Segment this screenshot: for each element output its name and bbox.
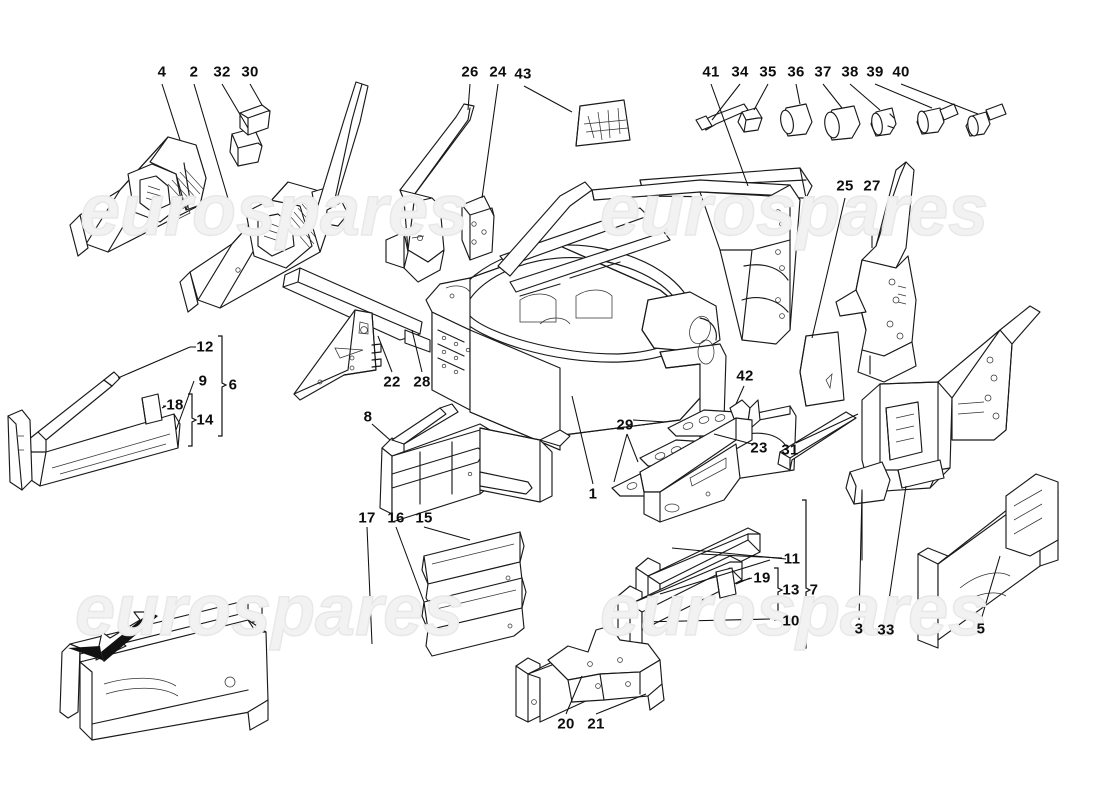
callout-13: 13 bbox=[782, 581, 800, 599]
callout-40: 40 bbox=[892, 63, 910, 81]
part-12 bbox=[27, 371, 121, 455]
part-18 bbox=[141, 393, 163, 425]
part-21 bbox=[547, 625, 665, 711]
part-5 bbox=[917, 473, 1059, 649]
callout-19: 19 bbox=[753, 569, 771, 587]
bracket-7 bbox=[802, 499, 812, 649]
part-43 bbox=[575, 99, 631, 147]
callout-15: 15 bbox=[415, 509, 433, 527]
callout-30: 30 bbox=[241, 63, 259, 81]
fastener-37 bbox=[824, 105, 861, 141]
bracket-13 bbox=[774, 567, 784, 621]
callout-5: 5 bbox=[976, 620, 986, 638]
fastener-38 bbox=[870, 107, 897, 137]
callout-43: 43 bbox=[514, 65, 532, 83]
callout-28: 28 bbox=[413, 373, 431, 391]
callout-8: 8 bbox=[363, 408, 373, 426]
callout-24: 24 bbox=[489, 63, 507, 81]
callout-34: 34 bbox=[731, 63, 749, 81]
callout-33: 33 bbox=[877, 621, 895, 639]
part-left-vertical bbox=[7, 409, 33, 491]
callout-12: 12 bbox=[196, 338, 214, 356]
part-group-right-structure bbox=[777, 305, 1041, 505]
part-27 bbox=[835, 161, 917, 383]
callout-3: 3 bbox=[854, 620, 864, 638]
callout-22: 22 bbox=[383, 373, 401, 391]
callout-11: 11 bbox=[783, 550, 801, 568]
part-30 bbox=[239, 104, 271, 136]
callout-37: 37 bbox=[814, 63, 832, 81]
callout-10: 10 bbox=[782, 612, 800, 630]
part-17 bbox=[59, 599, 269, 741]
callout-25: 25 bbox=[836, 177, 854, 195]
part-group-26 bbox=[385, 103, 475, 283]
bracket-14 bbox=[188, 393, 198, 447]
callout-21: 21 bbox=[587, 715, 605, 733]
part-group-4 bbox=[69, 136, 207, 257]
part-10 bbox=[617, 555, 743, 657]
bracket-6 bbox=[218, 335, 228, 437]
callout-39: 39 bbox=[866, 63, 884, 81]
fastener-40 bbox=[965, 103, 1007, 137]
fastener-36 bbox=[780, 103, 813, 137]
callout-16: 16 bbox=[387, 509, 405, 527]
callout-42: 42 bbox=[736, 367, 754, 385]
part-group-22-28 bbox=[282, 267, 431, 401]
part-25 bbox=[799, 331, 845, 407]
callout-35: 35 bbox=[759, 63, 777, 81]
callout-32: 32 bbox=[213, 63, 231, 81]
callout-17: 17 bbox=[358, 509, 376, 527]
callout-18: 18 bbox=[166, 396, 184, 414]
callout-27: 27 bbox=[863, 177, 881, 195]
fastener-39 bbox=[916, 103, 959, 135]
callout-9: 9 bbox=[198, 372, 208, 390]
callout-29: 29 bbox=[616, 416, 634, 434]
callout-7: 7 bbox=[809, 581, 819, 599]
callout-1: 1 bbox=[588, 485, 598, 503]
part-19 bbox=[715, 567, 737, 599]
callout-26: 26 bbox=[461, 63, 479, 81]
part-16 bbox=[421, 577, 527, 657]
part-group-24 bbox=[461, 195, 495, 261]
callout-2: 2 bbox=[189, 63, 199, 81]
callout-36: 36 bbox=[787, 63, 805, 81]
callout-41: 41 bbox=[702, 63, 720, 81]
callout-14: 14 bbox=[196, 411, 214, 429]
part-group-2 bbox=[179, 81, 369, 313]
part-8 bbox=[379, 403, 571, 523]
callout-6: 6 bbox=[228, 376, 238, 394]
fastener-35 bbox=[737, 107, 763, 133]
callout-20: 20 bbox=[557, 715, 575, 733]
callout-23: 23 bbox=[750, 439, 768, 457]
orientation-arrow bbox=[68, 611, 158, 662]
callout-31: 31 bbox=[781, 441, 799, 459]
callout-38: 38 bbox=[841, 63, 859, 81]
callout-4: 4 bbox=[157, 63, 167, 81]
